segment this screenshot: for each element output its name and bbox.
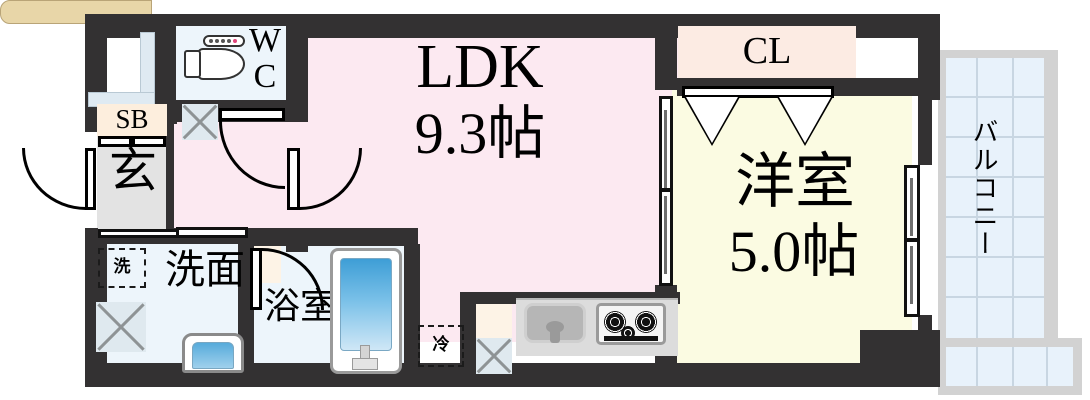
shaft-box-entry: [182, 104, 218, 140]
kitchen-faucet-base-icon: [546, 321, 564, 333]
toilet-bowl-icon: [197, 48, 245, 80]
balcony-label: バルコニー: [969, 118, 998, 258]
shoebox-label: SB: [115, 104, 149, 134]
toilet-label-c: C: [253, 58, 277, 95]
fridge-marker-label: 冷: [432, 335, 450, 356]
washer-marker-label: 洗: [113, 257, 131, 278]
toilet-door-panel[interactable]: [219, 108, 285, 121]
balcony-floor-lower: [946, 346, 1082, 386]
entrance-door-panel[interactable]: [85, 148, 96, 210]
bedroom-balcony-window-track: [910, 178, 913, 236]
bathtub-drain-base-icon: [352, 358, 378, 370]
wall-bedroom-left-upper: [655, 14, 677, 90]
wall-bedroom-notch: [860, 330, 940, 387]
bedroom-label: 洋室: [735, 149, 855, 215]
wall-right-upper: [918, 14, 940, 100]
entrance-door-swing-arc: [22, 148, 86, 210]
genkan-shoebox-shelf-right: [132, 136, 166, 147]
closet-door-rail[interactable]: [682, 86, 834, 98]
wall-wc-left: [155, 14, 177, 124]
washroom-label: 洗面: [165, 247, 245, 292]
ldk-area-label: 9.3帖: [414, 101, 546, 166]
balcony-rail-right-lower: [1073, 338, 1082, 386]
ldk-bedroom-sliding-door-split: [659, 188, 673, 192]
toilet-label-w: W: [248, 22, 282, 59]
wall-bath-right: [404, 244, 420, 387]
washlet-panel-icon: [203, 35, 245, 47]
balcony-rail-bottom: [938, 338, 1082, 347]
closet-fold-door-right-icon: [779, 97, 831, 143]
fridge-space-marker: 冷: [418, 325, 464, 367]
genkan-floor: [98, 136, 166, 234]
ldk-bedroom-sliding-door-track: [664, 110, 667, 188]
toilet-tank-icon: [184, 50, 201, 78]
balcony-floor: [946, 58, 1044, 338]
wall-genkan-right: [166, 122, 174, 235]
stove-burner-left-icon: [604, 311, 626, 333]
bath-label: 浴室: [263, 286, 336, 326]
stove-burner-right-icon: [635, 311, 657, 333]
genkan-shoebox-shelf-left: [98, 136, 132, 147]
shoebox-fill: [97, 104, 167, 136]
closet-label: CL: [742, 30, 792, 72]
wall-kitchen-left: [460, 292, 476, 387]
vanity-basin-icon: [192, 342, 234, 369]
closet-fill: [678, 26, 856, 78]
washer-space-marker: 洗: [98, 248, 146, 288]
wall-bath-top: [238, 228, 418, 246]
wall-ldk-left-upper: [286, 14, 308, 122]
bedroom-balcony-window-split: [904, 238, 920, 242]
wall-right-middle: [918, 100, 932, 165]
ldk-bedroom-sliding-door-track2: [664, 196, 667, 274]
genkan-label: 玄: [108, 145, 157, 198]
shaft-box-washroom: [96, 302, 146, 352]
gas-stove-icon: [596, 303, 666, 345]
bedroom-area-label: 5.0帖: [728, 219, 860, 284]
washroom-sliding-door-2[interactable]: [176, 227, 248, 238]
shaft-box-kitchen: [476, 338, 512, 374]
bedroom-balcony-window-track2: [910, 246, 913, 304]
ldk-label: LDK: [416, 33, 544, 101]
kitchen-counter-bar: [0, 0, 152, 24]
stove-grill-icon: [604, 336, 658, 341]
wall-washroom-shaft: [85, 295, 97, 387]
closet-fold-door-left-icon: [686, 97, 738, 143]
bathtub-water-icon: [340, 258, 392, 351]
balcony-rail-bottom2: [938, 386, 1082, 395]
balcony-rail-right: [1044, 50, 1053, 346]
hall-to-ldk-door-panel[interactable]: [287, 148, 300, 210]
kitchen-faucet-icon: [550, 325, 560, 343]
bath-door-panel[interactable]: [250, 248, 262, 310]
